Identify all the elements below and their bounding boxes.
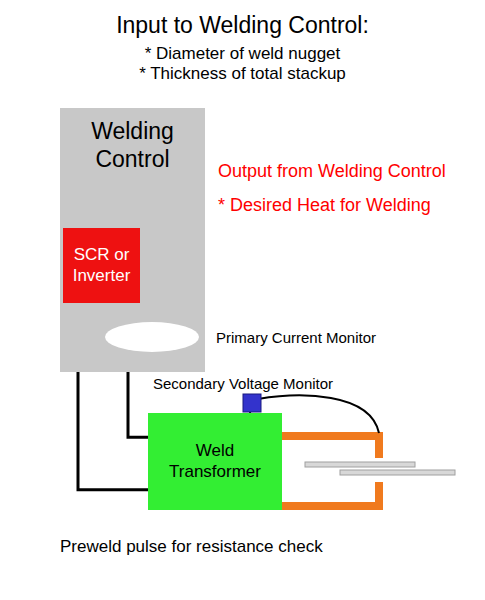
voltage-monitor-symbol xyxy=(243,394,261,412)
caption-note: Preweld pulse for resistance check xyxy=(60,537,323,557)
monitor-label: Primary Current Monitor xyxy=(216,329,376,346)
input-item: * Diameter of weld nugget xyxy=(0,44,485,64)
lower-sheet xyxy=(340,470,455,475)
box-text: Welding Control xyxy=(70,118,195,173)
output-item: * Desired Heat for Welding xyxy=(218,195,431,216)
box-text: Weld Transformer xyxy=(156,441,274,482)
current-monitor-ring xyxy=(105,322,199,352)
output-heading: Output from Welding Control xyxy=(218,161,446,182)
control-cabinet: Welding ControlSCR or Inverter xyxy=(60,108,205,372)
box-text: SCR or Inverter xyxy=(68,245,135,286)
transformer-box: Weld Transformer xyxy=(148,413,282,510)
title: Input to Welding Control: xyxy=(0,12,485,39)
input-item: * Thickness of total stackup xyxy=(0,64,485,84)
lower-electrode-arm xyxy=(276,482,379,506)
upper-electrode-arm xyxy=(276,436,379,458)
monitor-label: Secondary Voltage Monitor xyxy=(153,375,333,392)
power-switch-box: SCR or Inverter xyxy=(63,228,140,303)
upper-sheet xyxy=(305,462,415,467)
